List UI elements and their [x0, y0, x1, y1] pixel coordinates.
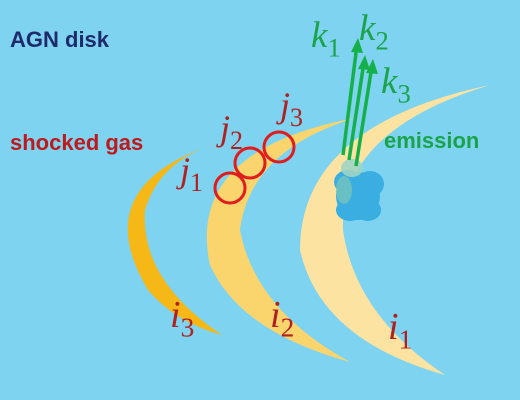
shell-i2	[206, 118, 355, 362]
ray-k2	[347, 61, 366, 161]
cell-j2	[233, 146, 267, 180]
emission-rays	[341, 38, 378, 167]
label-j2: j2	[220, 108, 243, 156]
label-k1: k1	[311, 15, 341, 63]
ray-k1-arrowhead	[351, 38, 363, 53]
ray-k3	[354, 65, 374, 167]
label-k2: k2	[359, 8, 389, 56]
label-j3: j3	[280, 85, 303, 133]
ray-k1	[341, 44, 359, 156]
label-i1: i1	[388, 306, 413, 355]
shocked-gas-label: shocked gas	[10, 130, 144, 155]
cell-j3	[262, 130, 296, 164]
diagram-title: AGN disk	[10, 27, 110, 52]
label-i3: i3	[170, 294, 195, 343]
cell-j1	[213, 171, 247, 205]
shell-i1	[300, 85, 490, 375]
emission-label: emission	[384, 128, 480, 153]
label-j1: j1	[180, 150, 203, 198]
label-k3: k3	[381, 61, 411, 109]
label-i2: i2	[270, 294, 295, 343]
ray-k3-arrowhead	[366, 59, 378, 74]
shell-i3	[127, 143, 222, 335]
ray-k2-arrowhead	[358, 55, 370, 70]
emission-blob	[334, 159, 384, 221]
